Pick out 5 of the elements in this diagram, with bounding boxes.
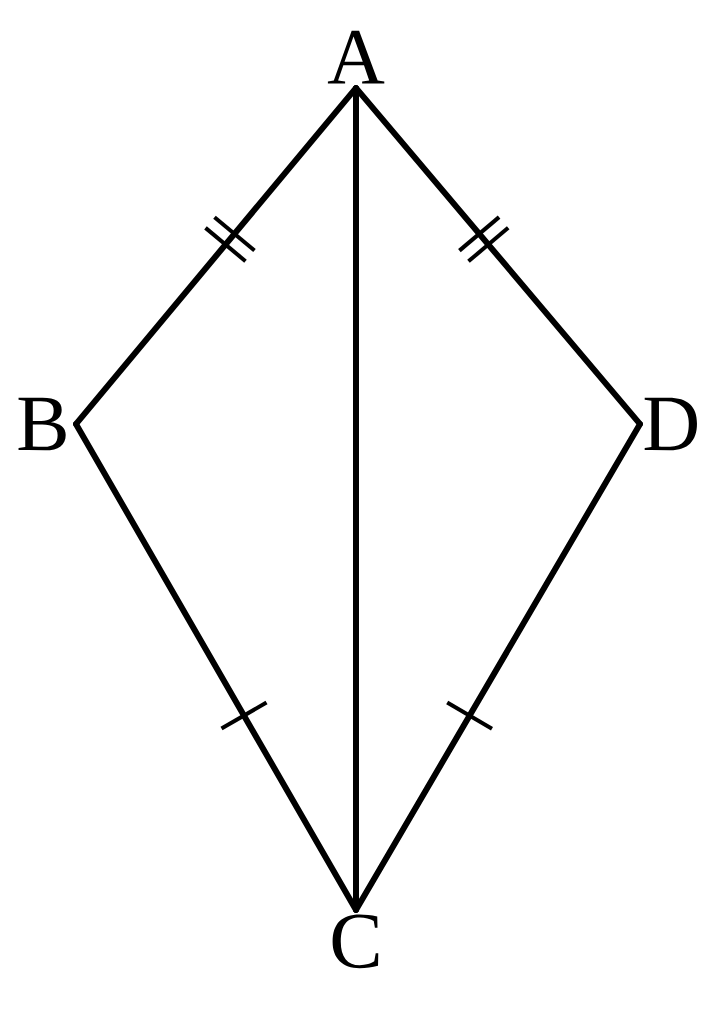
vertex-label: A	[327, 30, 385, 84]
vertex-label: B	[18, 397, 66, 451]
vertex-label: D	[644, 397, 697, 451]
vertex-label: C	[332, 914, 379, 969]
line-segment	[353, 85, 359, 913]
